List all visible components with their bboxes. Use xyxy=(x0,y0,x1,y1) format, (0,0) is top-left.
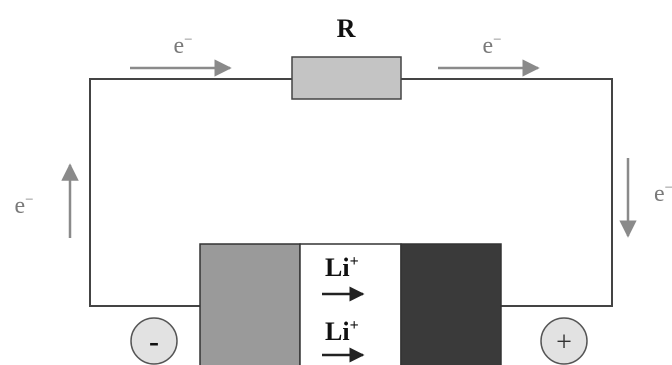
battery-cell xyxy=(199,243,502,365)
resistor-label: R xyxy=(337,14,356,43)
wire-left xyxy=(89,78,292,307)
electron-label-right: e− xyxy=(654,180,672,207)
cathode-electrode xyxy=(400,243,502,365)
negative-terminal: - xyxy=(130,317,178,365)
electron-label-left: e− xyxy=(14,192,33,219)
positive-terminal: + xyxy=(540,317,588,365)
anode-electrode xyxy=(199,243,301,365)
resistor xyxy=(291,56,402,100)
positive-terminal-symbol: + xyxy=(556,327,572,358)
electron-label-top-right: e− xyxy=(482,32,501,59)
electron-label-top-left: e− xyxy=(173,32,192,59)
wire-right xyxy=(401,78,613,307)
ion-label-bottom: Li+ xyxy=(325,317,359,346)
positive-terminal-circle xyxy=(540,317,588,365)
ion-label-top: Li+ xyxy=(325,253,359,282)
circuit-wires xyxy=(89,78,613,307)
negative-terminal-symbol: - xyxy=(149,325,159,358)
negative-terminal-circle xyxy=(130,317,178,365)
